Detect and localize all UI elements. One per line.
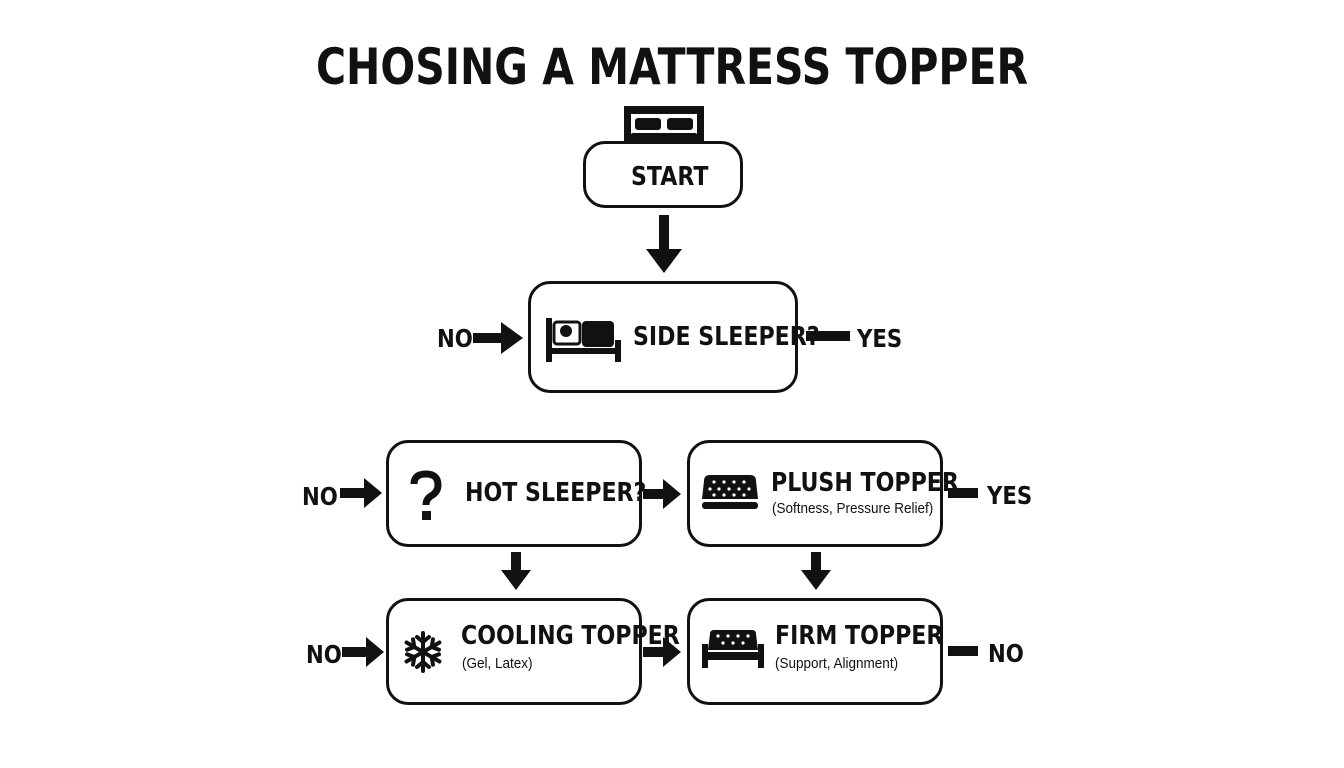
arrow-no-into-side-sleeper: [473, 322, 523, 354]
arrow-start-to-side-sleeper: [646, 215, 682, 273]
arrow-cooling-to-firm: [643, 637, 681, 667]
side-sleeper-node: [528, 281, 798, 393]
arrow-hot-sleeper-to-plush: [643, 479, 681, 509]
arrow-hot-sleeper-to-cooling: [501, 552, 531, 590]
side-sleeper-label: SIDE SLEEPER?: [633, 322, 820, 352]
mattress-icon: [702, 475, 758, 509]
firm-mattress-icon: [702, 630, 764, 668]
cooling-topper-node: [386, 598, 642, 705]
firm-topper-node: [687, 598, 943, 705]
hot-sleeper-no-label: NO: [302, 482, 338, 511]
plush-yes-label: YES: [987, 481, 1033, 510]
line-firm-no: [948, 646, 978, 656]
line-side-sleeper-yes: [806, 331, 850, 341]
arrow-no-into-cooling: [342, 637, 384, 667]
firm-topper-sub: (Support, Alignment): [775, 655, 899, 672]
bed-icon: [624, 106, 704, 156]
side-sleeper-yes-label: YES: [857, 324, 903, 353]
page-title: CHOSING A MATTRESS TOPPER: [315, 38, 1029, 96]
side-sleeper-no-label: NO: [437, 324, 473, 353]
cooling-topper-sub: (Gel, Latex): [462, 655, 533, 672]
cooling-no-label: NO: [306, 640, 342, 669]
cooling-topper-label: COOLING TOPPER: [461, 621, 680, 651]
plush-topper-label: PLUSH TOPPER: [771, 468, 959, 498]
plush-topper-node: [687, 440, 943, 547]
plush-topper-sub: (Softness, Pressure Relief): [772, 500, 934, 517]
start-node: [583, 141, 743, 208]
question-mark-icon: [410, 470, 442, 520]
firm-topper-label: FIRM TOPPER: [775, 621, 944, 651]
firm-no-label: NO: [988, 639, 1024, 668]
arrow-plush-to-firm: [801, 552, 831, 590]
start-label: START: [631, 162, 709, 192]
sleeping-person-icon: [546, 318, 621, 362]
snowflake-icon: [404, 631, 442, 673]
line-plush-yes: [948, 488, 978, 498]
arrow-no-into-hot-sleeper: [340, 478, 382, 508]
hot-sleeper-label: HOT SLEEPER?: [465, 478, 647, 508]
